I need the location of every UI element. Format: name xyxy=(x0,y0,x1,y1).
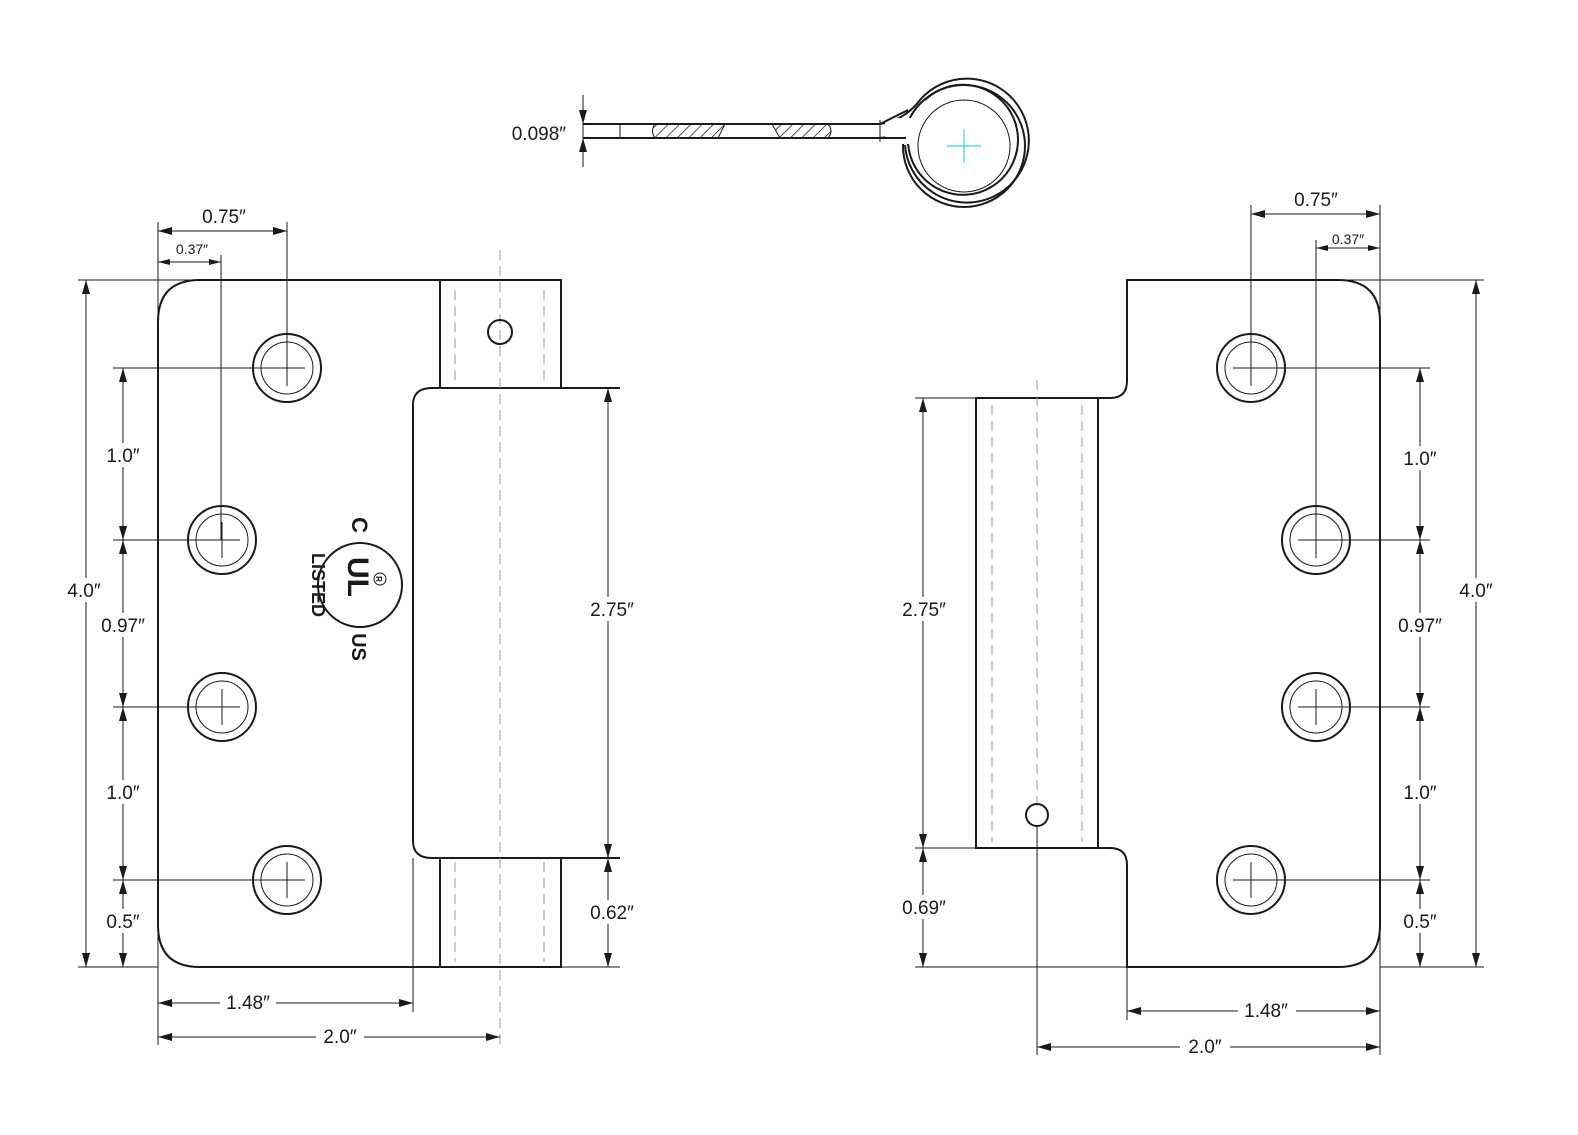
dim-1-0-upper: 1.0″ xyxy=(106,446,139,467)
svg-text:LISTED: LISTED xyxy=(308,553,328,617)
dim-0-37: 0.37″ xyxy=(1332,231,1364,247)
hatched-section-left xyxy=(652,123,726,139)
dim-2-0: 2.0″ xyxy=(323,1027,356,1048)
svg-text:US: US xyxy=(347,633,369,661)
dim-0-75: 0.75″ xyxy=(202,207,246,228)
dim-4-0: 4.0″ xyxy=(67,581,100,602)
thickness-dimension: 0.098″ xyxy=(512,124,567,145)
dim-0-75: 0.75″ xyxy=(1294,190,1338,211)
right-leaf: 0.75″ 0.37″ 4.0″ 1.0″ 0.97″ 1.0″ 0.5″ xyxy=(896,190,1504,1058)
svg-text:C: C xyxy=(347,517,372,533)
dim-1-48: 1.48″ xyxy=(226,993,270,1014)
pin-hole-icon xyxy=(487,319,513,345)
dim-0-5: 0.5″ xyxy=(106,912,139,933)
dim-0-97: 0.97″ xyxy=(1398,616,1442,637)
dim-0-37: 0.37″ xyxy=(176,241,208,257)
dim-1-48: 1.48″ xyxy=(1244,1001,1288,1022)
dim-0-5: 0.5″ xyxy=(1403,912,1436,933)
dim-2-75: 2.75″ xyxy=(902,600,946,621)
ul-listed-logo-icon: UL C US LISTED R xyxy=(308,517,403,661)
dim-1-0-lower: 1.0″ xyxy=(106,783,139,804)
dim-0-97: 0.97″ xyxy=(101,616,145,637)
hatched-section-right xyxy=(771,123,832,139)
dim-2-0: 2.0″ xyxy=(1188,1037,1221,1058)
dim-2-75: 2.75″ xyxy=(590,600,634,621)
svg-text:R: R xyxy=(374,576,383,582)
pin-hole-icon xyxy=(1025,803,1049,827)
left-leaf: UL C US LISTED R 0.75″ 0.37″ xyxy=(60,207,640,1048)
dim-4-0: 4.0″ xyxy=(1459,581,1492,602)
dim-1-0-upper: 1.0″ xyxy=(1403,449,1436,470)
dim-1-0-lower: 1.0″ xyxy=(1403,783,1436,804)
svg-text:UL: UL xyxy=(341,557,374,597)
center-mark-icon xyxy=(947,129,981,163)
dim-0-62: 0.62″ xyxy=(590,903,634,924)
dim-0-69: 0.69″ xyxy=(902,898,946,919)
section-view: 0.098″ xyxy=(512,77,1030,208)
